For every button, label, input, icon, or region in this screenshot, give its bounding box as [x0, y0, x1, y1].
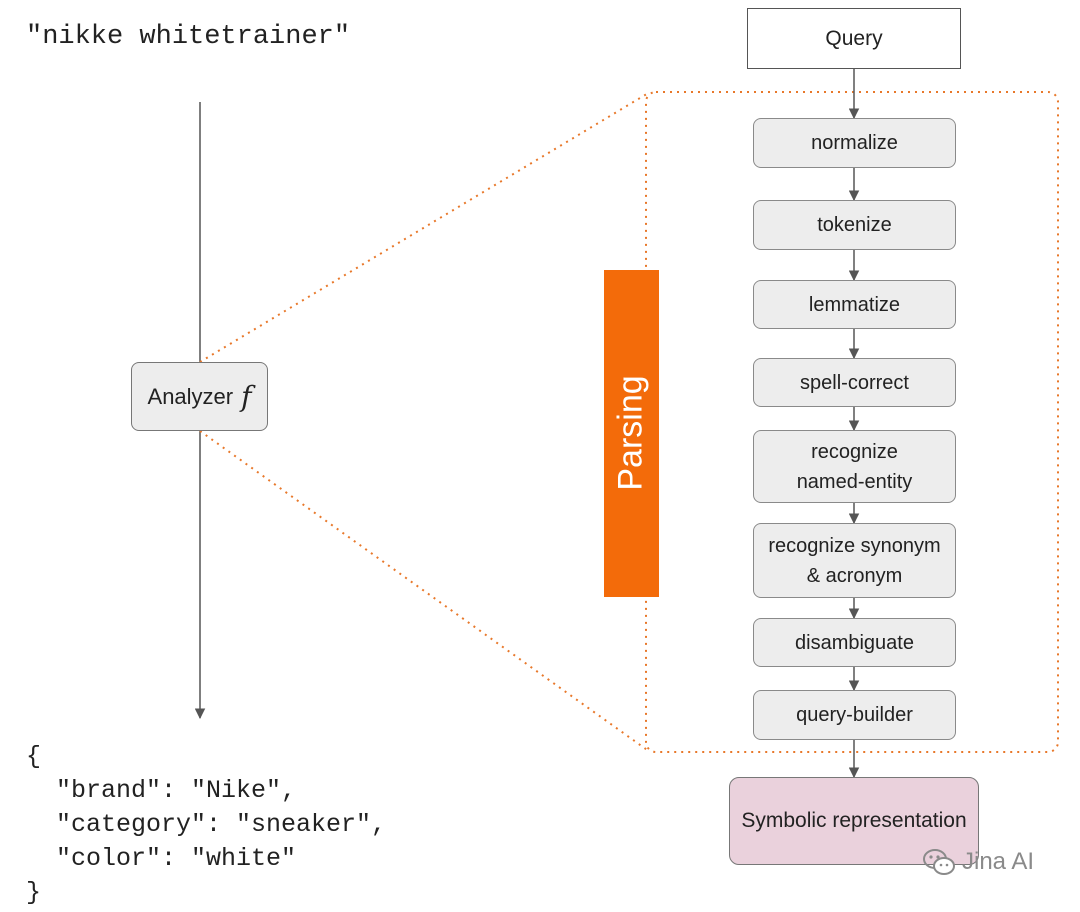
analyzer-box: Analyzer f: [131, 362, 268, 431]
step-label: tokenize: [817, 214, 892, 236]
step-query-builder: query-builder: [753, 690, 956, 740]
json-line: "color": "white": [26, 844, 297, 873]
wechat-icon: [923, 849, 955, 875]
query-box: Query: [747, 8, 961, 69]
step-label: & acronym: [806, 564, 903, 587]
analyzer-label: Analyzer: [147, 383, 234, 409]
symbolic-representation-label: Symbolic representation: [741, 809, 967, 832]
step-label: named-entity: [796, 470, 913, 493]
step-recognize-named-entity: recognize named-entity: [753, 430, 956, 503]
step-normalize: normalize: [753, 118, 956, 168]
step-label: disambiguate: [795, 631, 914, 654]
json-line: "category": "sneaker",: [26, 810, 387, 839]
input-query-text: "nikke whitetrainer": [26, 22, 351, 52]
step-spell-correct: spell-correct: [753, 358, 956, 407]
step-label: recognize synonym: [768, 534, 941, 557]
parsing-label: Parsing: [611, 375, 650, 491]
json-line: "brand": "Nike",: [26, 776, 297, 805]
watermark-text: Jina AI: [962, 848, 1035, 875]
parsing-dotted-frame: [645, 91, 1059, 753]
step-label: recognize: [811, 440, 898, 463]
step-lemmatize: lemmatize: [753, 280, 956, 329]
step-tokenize: tokenize: [753, 200, 956, 250]
step-label: normalize: [811, 132, 898, 154]
zoom-line-bottom: [199, 430, 651, 753]
zoom-line-top: [199, 91, 651, 363]
query-label: Query: [825, 26, 883, 50]
json-line: }: [26, 878, 42, 907]
watermark: Jina AI: [922, 848, 1034, 876]
step-label: lemmatize: [808, 293, 901, 316]
step-label: spell-correct: [800, 371, 909, 394]
step-label: query-builder: [796, 704, 913, 726]
json-line: {: [26, 742, 42, 771]
step-recognize-synonym-acronym: recognize synonym & acronym: [753, 523, 956, 598]
analyzer-function-symbol: f: [241, 380, 252, 413]
parsing-bar: [604, 270, 659, 597]
output-json: { "brand": "Nike", "category": "sneaker"…: [26, 740, 386, 910]
step-disambiguate: disambiguate: [753, 618, 956, 667]
